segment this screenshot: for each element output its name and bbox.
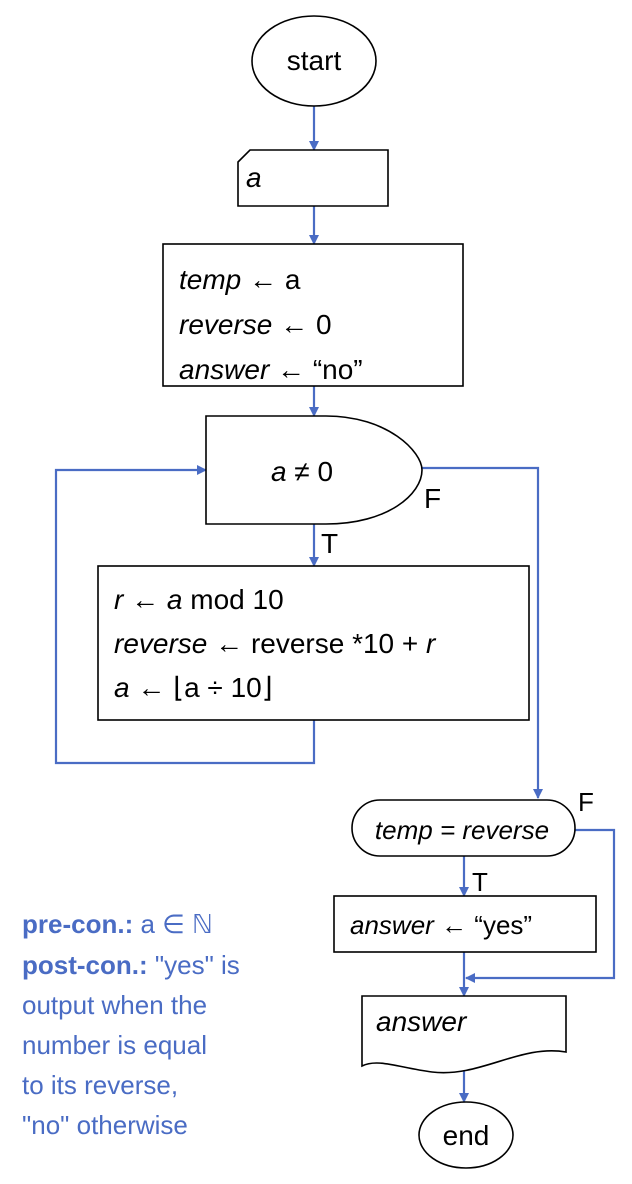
- body-line-3: a ← ⌊a ÷ 10⌋: [114, 672, 273, 703]
- end-label: end: [443, 1120, 490, 1151]
- check-true-label: T: [472, 867, 488, 897]
- init-line-2: reverse ← 0: [179, 309, 332, 340]
- end-node: end: [418, 1101, 514, 1169]
- pre-condition: pre-con.: a ∈ ℕ: [22, 909, 213, 939]
- input-label: a: [246, 162, 262, 193]
- body-line-1: r ← a mod 10: [114, 584, 284, 615]
- note-line-2: number is equal: [22, 1030, 207, 1060]
- input-node: a: [237, 149, 389, 207]
- note-line-3: to its reverse,: [22, 1070, 178, 1100]
- check-false-label: F: [578, 787, 594, 817]
- connectors: [54, 106, 616, 1103]
- note-line-4: "no" otherwise: [22, 1110, 188, 1140]
- check-label: temp = reverse: [375, 815, 549, 845]
- post-condition: post-con.: "yes" is: [22, 950, 240, 980]
- arrow-loop-back: [54, 465, 316, 765]
- arrow-check-false: [465, 828, 616, 983]
- arrow-loop-false: [422, 466, 543, 799]
- output-node: answer: [361, 995, 567, 1074]
- loop-condition-node: a ≠ 0 F T: [205, 415, 441, 559]
- note-line-1: output when the: [22, 990, 207, 1020]
- init-line-1: temp ← a: [179, 264, 301, 295]
- loop-true-label: T: [321, 528, 338, 559]
- body-line-2: reverse ← reverse *10 + r: [114, 628, 437, 659]
- loop-condition-label: a ≠ 0: [271, 456, 333, 487]
- conditions-note: pre-con.: a ∈ ℕ post-con.: "yes" is outp…: [22, 909, 240, 1140]
- check-node: temp = reverse F T: [351, 787, 594, 897]
- loop-false-label: F: [424, 483, 441, 514]
- init-line-3: answer ← “no”: [179, 354, 363, 385]
- yes-assign-label: answer ← “yes”: [350, 910, 532, 940]
- start-label: start: [287, 45, 342, 76]
- loop-body-node: r ← a mod 10 reverse ← reverse *10 + r a…: [97, 565, 530, 721]
- start-node: start: [251, 15, 377, 107]
- init-node: temp ← a reverse ← 0 answer ← “no”: [162, 243, 464, 387]
- output-label: answer: [376, 1006, 468, 1037]
- yes-assign-node: answer ← “yes”: [333, 895, 597, 953]
